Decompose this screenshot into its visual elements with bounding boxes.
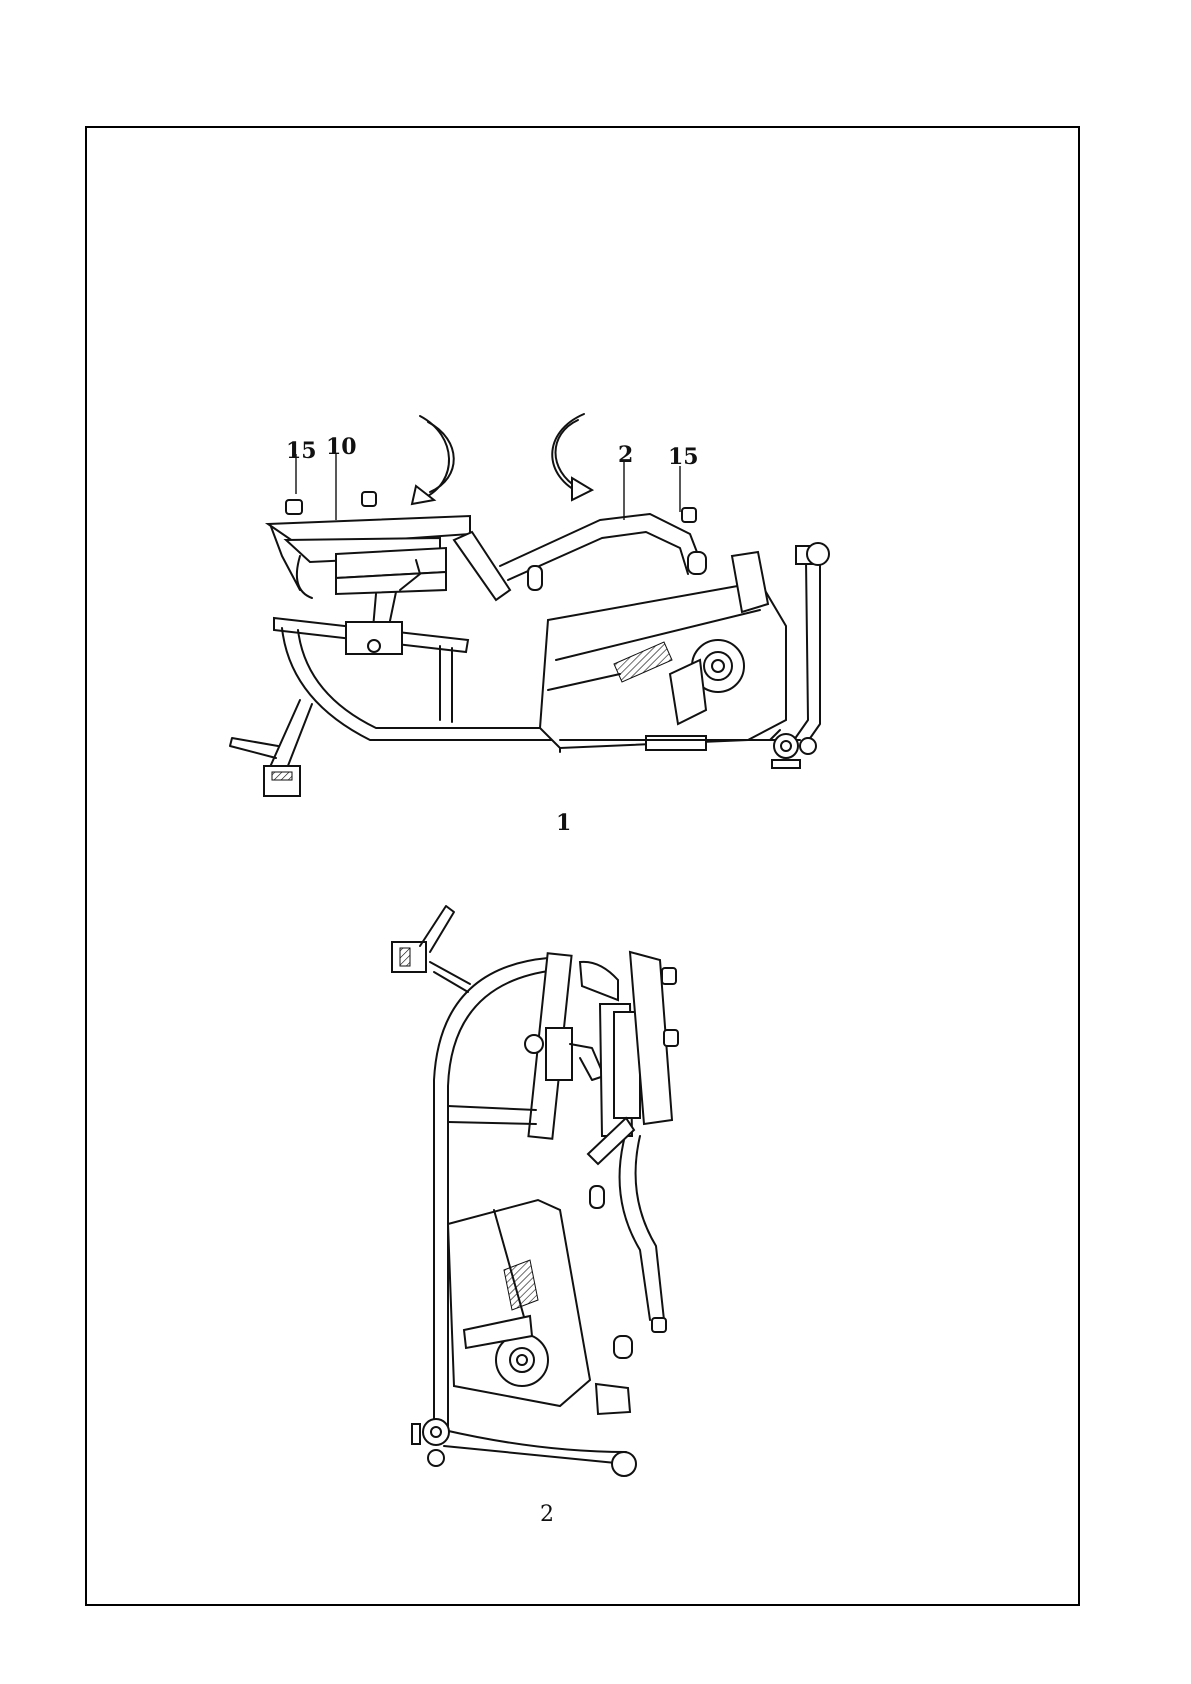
callout-15-left: 15 bbox=[286, 440, 317, 462]
figure-1-drawing bbox=[230, 414, 829, 796]
rear-frame bbox=[230, 618, 560, 796]
main-frame-tube bbox=[500, 508, 706, 590]
callout-15-right: 15 bbox=[668, 446, 699, 468]
callout-2: 2 bbox=[618, 444, 633, 466]
figure-1-label: 1 bbox=[556, 812, 571, 834]
callout-10: 10 bbox=[326, 436, 357, 458]
fold-arrow-right bbox=[552, 414, 592, 500]
drive-housing bbox=[540, 552, 786, 752]
figure-2-label: 2 bbox=[540, 1504, 554, 1526]
fold-arrow-left bbox=[412, 416, 454, 504]
figure-2-drawing bbox=[392, 906, 678, 1476]
seat-assembly bbox=[268, 492, 510, 640]
